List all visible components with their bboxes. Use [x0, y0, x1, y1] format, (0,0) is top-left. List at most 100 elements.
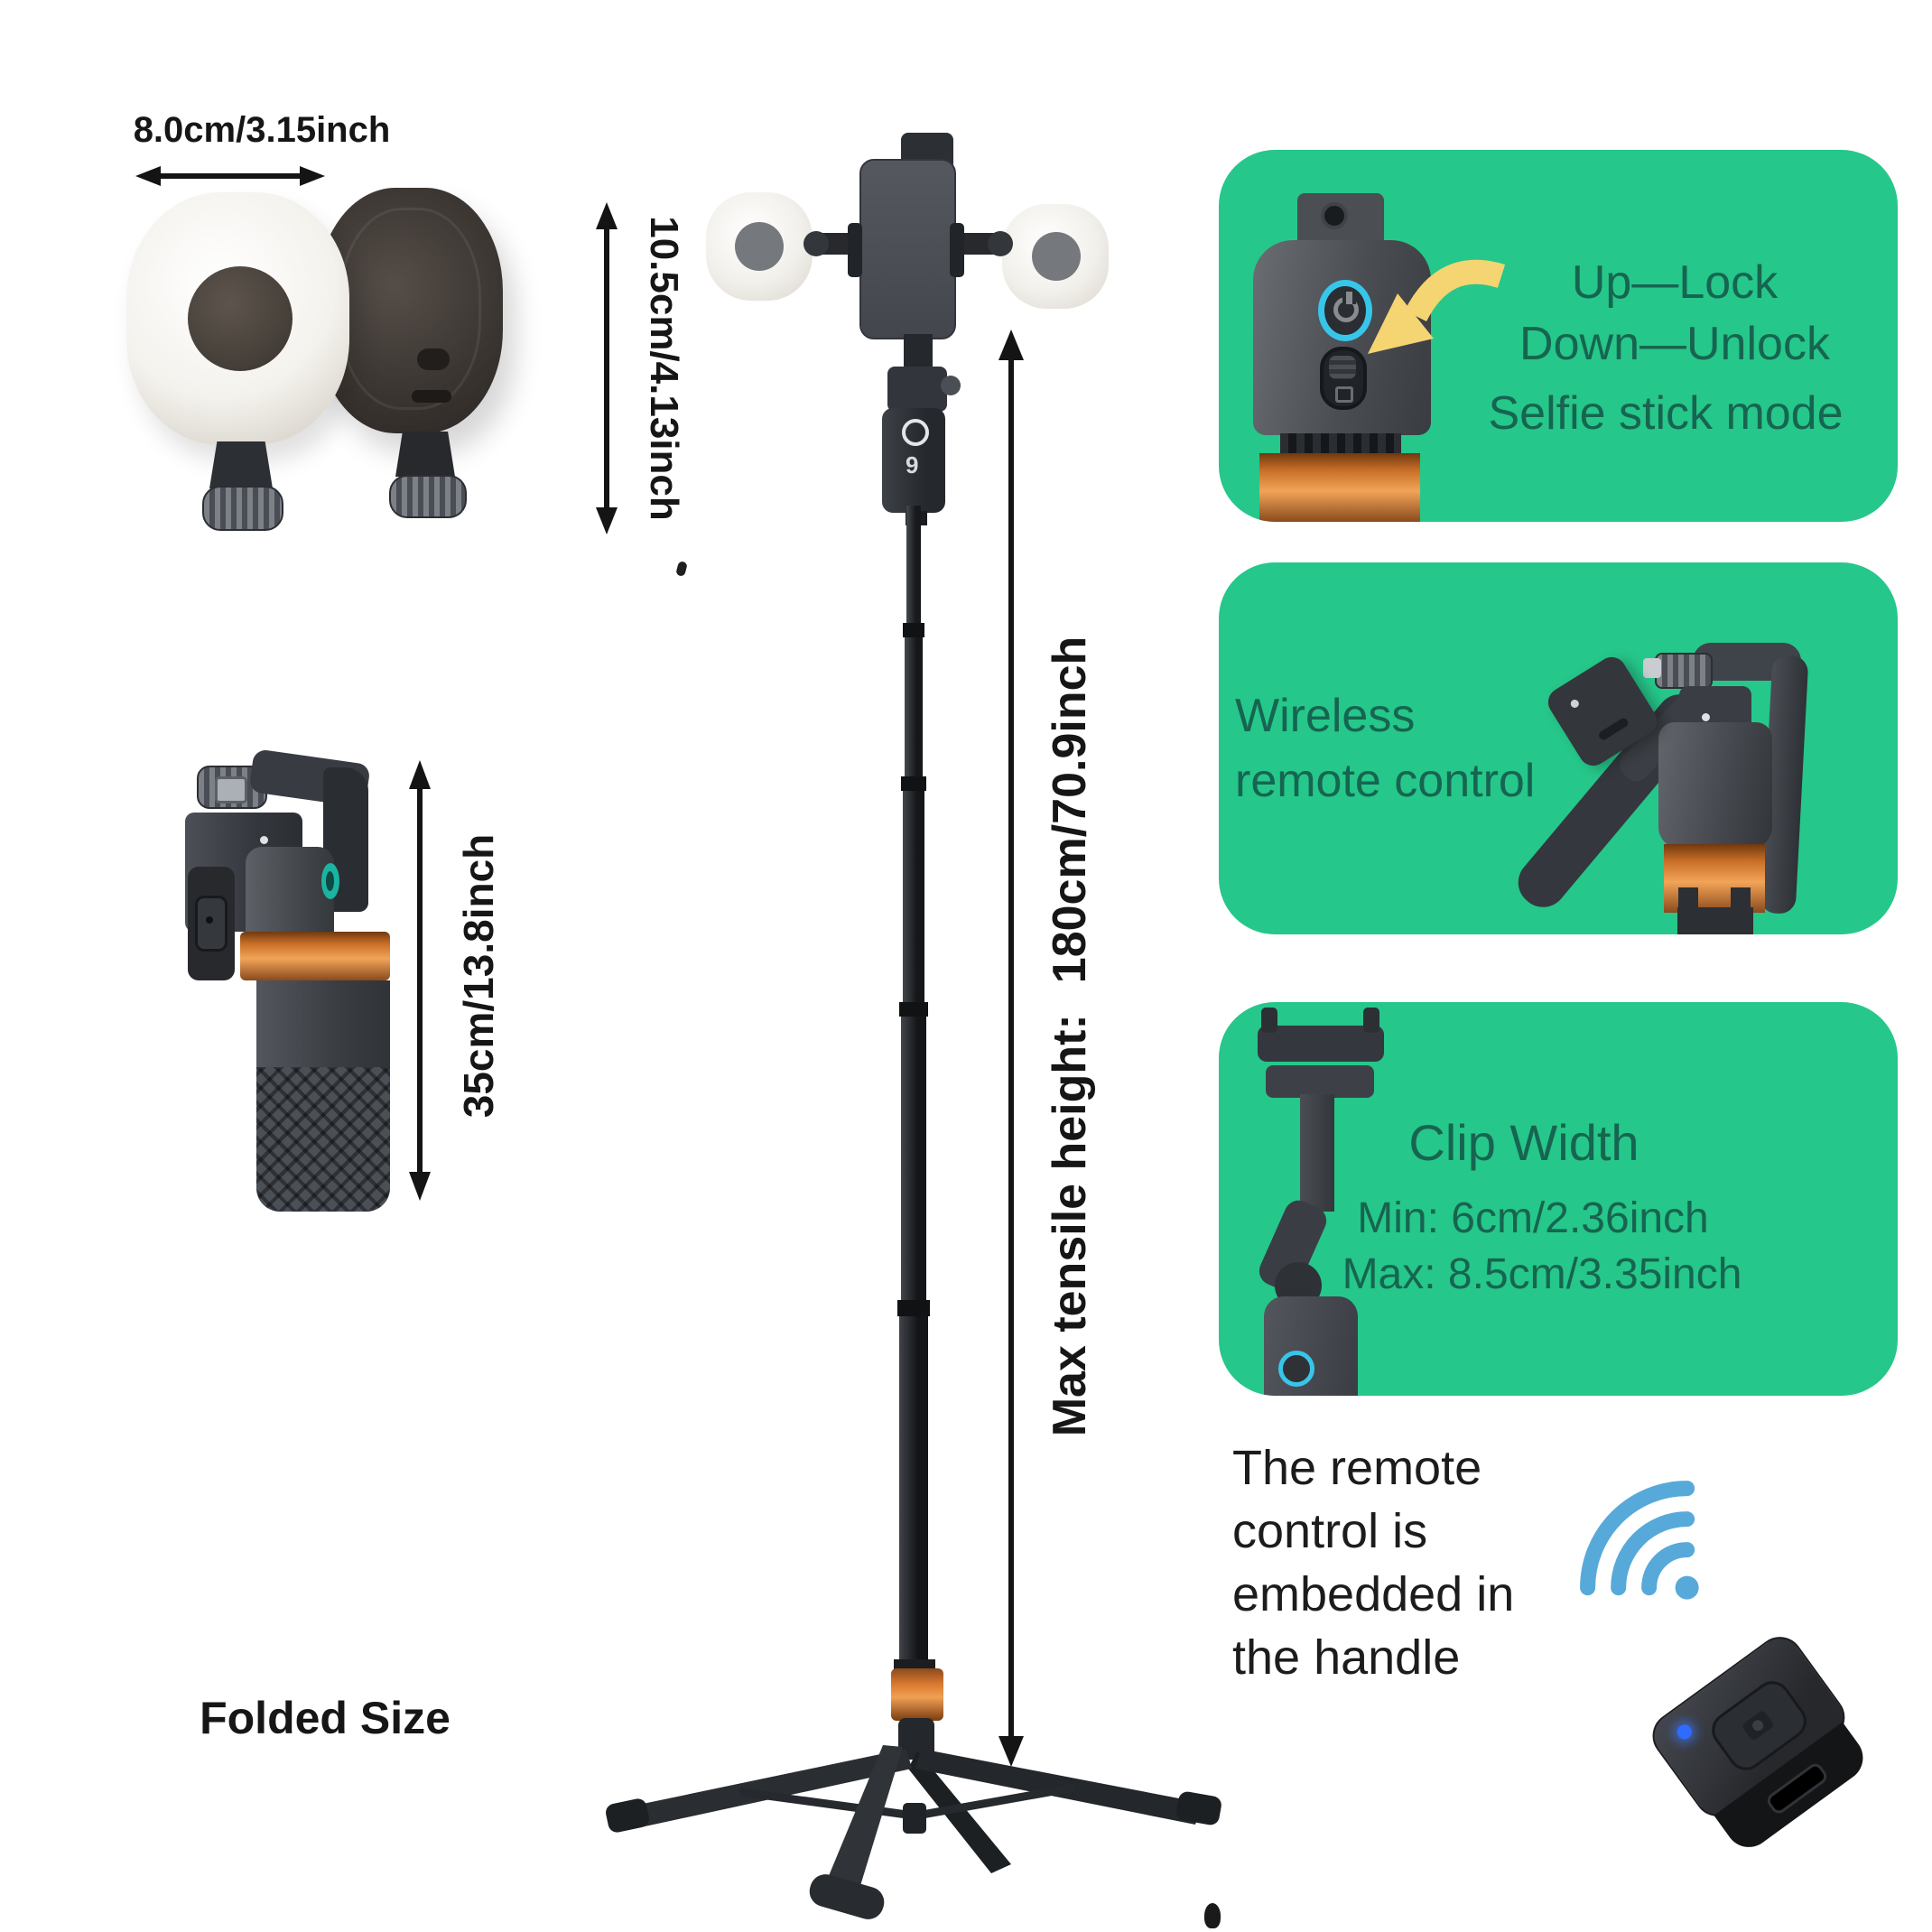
back-lamp-knob [389, 475, 467, 518]
pole-segment-1 [906, 506, 921, 625]
ring-light-back-ring [339, 208, 481, 410]
ring-light-front-center [188, 266, 293, 371]
handle-screw-tip [1643, 658, 1661, 678]
ring-light-back-slot [412, 390, 451, 403]
remote-control [1643, 1625, 1872, 1860]
max-height-value: 180cm/70.9inch [1044, 636, 1096, 984]
remote-popped-slot [1597, 716, 1630, 742]
power-icon-bar [1342, 292, 1356, 304]
folded-remote-button-dot [206, 916, 213, 924]
max-height-prefix: Max tensile height: [1044, 1014, 1096, 1437]
pole-joint-3 [899, 1002, 928, 1017]
ring-light-back-button [417, 348, 450, 370]
clip-photo [1219, 1002, 1898, 1396]
clip-prong-right [1363, 1008, 1379, 1033]
front-lamp-knob [202, 486, 283, 531]
card3-line-min: Min: 6cm/2.36inch [1357, 1194, 1709, 1242]
folded-remote-button [195, 896, 228, 952]
clip-lower-bar [1266, 1065, 1374, 1098]
right-light-arm-joint [988, 231, 1013, 256]
power-button [1318, 280, 1372, 341]
folded-grip [256, 1067, 390, 1212]
card1-line-selfie-mode: Selfie stick mode [1488, 387, 1844, 440]
handle-copper-band [1664, 844, 1765, 913]
camera-icon [1741, 1709, 1775, 1742]
height-arrow [596, 202, 618, 534]
yellow-pointer-arrow [1368, 259, 1506, 354]
lamp-height-label: 10.5cm/4.13inch [642, 216, 686, 521]
width-arrow [135, 166, 325, 186]
note-line-2: control is [1232, 1504, 1428, 1558]
folded-caption: Folded Size [200, 1693, 450, 1743]
phone-clamp-left [848, 223, 862, 277]
max-height-label: Max tensile height: 180cm/70.9inch [1043, 567, 1097, 1506]
tripod-right-light-center [1032, 232, 1081, 281]
camera-icon-lens [1750, 1717, 1766, 1733]
clip-post [1300, 1094, 1334, 1212]
pole-joint-4 [897, 1300, 930, 1316]
gimbal-bracket [887, 367, 947, 412]
folded-length-arrow [409, 760, 431, 1201]
photo-speck [675, 560, 688, 578]
handle-photo [1219, 562, 1898, 934]
max-height-arrow [999, 330, 1024, 1767]
folded-body-dot [260, 836, 268, 844]
clip-handle [1264, 1296, 1358, 1396]
pole-segment-4 [901, 1002, 926, 1302]
stick-head-knurl [1280, 433, 1401, 453]
handle-hinge-dot [1702, 713, 1710, 721]
card-lock-modes: Up—Lock Down—Unlock Selfie stick mode [1219, 150, 1898, 522]
left-light-arm-joint [803, 231, 829, 256]
tripod-right-light [1002, 204, 1109, 309]
handle-screw-knob [1655, 653, 1713, 689]
clip-top-bar [1258, 1026, 1384, 1062]
note-line-3: embedded in [1232, 1567, 1515, 1621]
card2-line-wireless: Wireless [1235, 690, 1416, 742]
handle-pole-stub [1677, 907, 1753, 934]
stick-head-photo [1219, 150, 1898, 522]
tripod-left-light [706, 192, 813, 301]
gimbal-head: 9 [882, 408, 945, 513]
stick-head-lens [1321, 202, 1348, 229]
remote-body [1643, 1624, 1890, 1869]
stick-head-bump [1297, 193, 1384, 246]
pole-segment-5 [899, 1300, 928, 1672]
tripod-left-light-center [735, 222, 784, 271]
folded-teal-latch-core [326, 871, 334, 891]
lock-slider-knob [1329, 356, 1356, 379]
card-clip-width: Clip Width Min: 6cm/2.36inch Max: 8.5cm/… [1219, 1002, 1898, 1396]
front-lamp-bracket [209, 441, 273, 488]
card3-line-max: Max: 8.5cm/3.35inch [1342, 1250, 1742, 1298]
pole-segment-3 [903, 776, 924, 1004]
copper-notch-right [1731, 887, 1751, 913]
wifi-icon [1519, 1420, 1762, 1663]
head-ring-mark [902, 419, 929, 446]
clip-handle-power [1278, 1351, 1314, 1387]
folded-barrel [246, 847, 334, 937]
gimbal-knob [941, 376, 961, 395]
phone [859, 159, 956, 339]
clip-prong-left [1261, 1008, 1277, 1033]
pole-segment-2 [905, 623, 923, 778]
back-lamp-bracket [395, 432, 455, 477]
card1-line-up-lock: Up—Lock [1571, 256, 1779, 309]
remote-led [1674, 1722, 1695, 1742]
phone-clamp-right [950, 223, 964, 277]
card1-line-down-unlock: Down—Unlock [1519, 318, 1830, 370]
folded-orange-ring [240, 932, 390, 980]
card3-title: Clip Width [1408, 1114, 1639, 1171]
lamp-width-label: 8.0cm/3.15inch [133, 110, 391, 150]
stick-copper-band [1259, 453, 1420, 522]
folded-top-bolt [215, 776, 247, 803]
card-wireless-remote: Wireless remote control [1219, 562, 1898, 934]
copper-notch-left [1678, 887, 1698, 913]
edge-speck [1204, 1903, 1221, 1928]
handle-cylinder [1658, 722, 1772, 849]
lock-slider [1320, 347, 1367, 410]
lock-icon [1335, 386, 1353, 403]
tripod-base [606, 1659, 1221, 1919]
folded-tube [256, 980, 390, 1067]
note-line-1: The remote [1232, 1441, 1482, 1495]
note-line-4: the handle [1232, 1630, 1461, 1685]
